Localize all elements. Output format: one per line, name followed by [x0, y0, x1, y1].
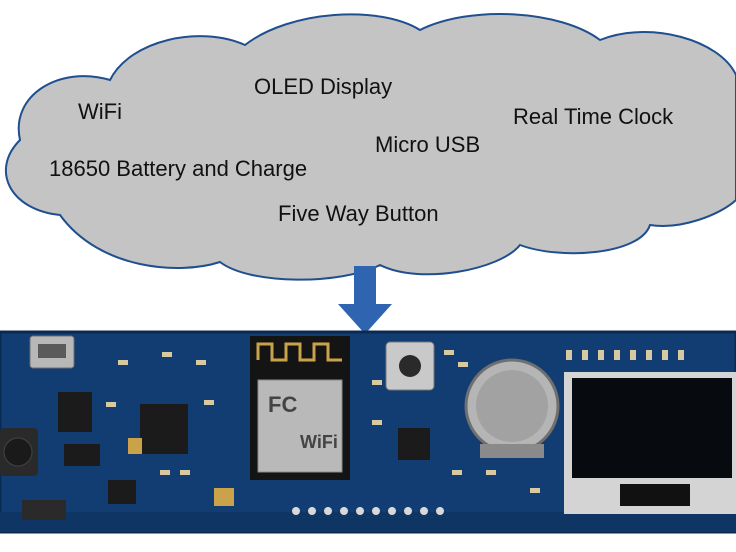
feature-label-wifi: WiFi: [78, 99, 122, 124]
ic-chip: [108, 480, 136, 504]
ic-chip: [64, 444, 100, 466]
wifi-module: FC WiFi: [250, 336, 350, 480]
module-label-text: WiFi: [300, 432, 338, 452]
capacitor: [128, 438, 142, 454]
feature-label-battery: 18650 Battery and Charge: [49, 156, 308, 181]
oled-screen: [572, 378, 732, 478]
inductor: [0, 428, 38, 476]
slide-switch: [22, 500, 66, 520]
feature-cloud: [4, 13, 736, 281]
five-way-button: [385, 341, 435, 391]
pcb-board: FC WiFi: [0, 330, 736, 534]
feature-label-button: Five Way Button: [278, 201, 439, 226]
ic-chip: [140, 404, 188, 454]
feature-label-usb: Micro USB: [375, 132, 481, 157]
module-brand-text: FC: [268, 392, 297, 417]
passive-components: [106, 350, 540, 493]
cloud-shape: [4, 13, 736, 281]
oled-display: [564, 372, 736, 514]
rtc-coin-battery: [464, 358, 560, 458]
sensor-header-pins: [566, 350, 684, 360]
ic-chip: [398, 428, 430, 460]
micro-usb-connector: [29, 335, 75, 369]
feature-label-oled: OLED Display: [254, 74, 393, 99]
down-arrow-icon: [338, 266, 392, 334]
antenna-trace: [256, 342, 342, 362]
ic-chip: [58, 392, 92, 432]
feature-label-rtc: Real Time Clock: [513, 104, 674, 129]
header-pins: [292, 507, 444, 515]
capacitor: [214, 488, 234, 506]
